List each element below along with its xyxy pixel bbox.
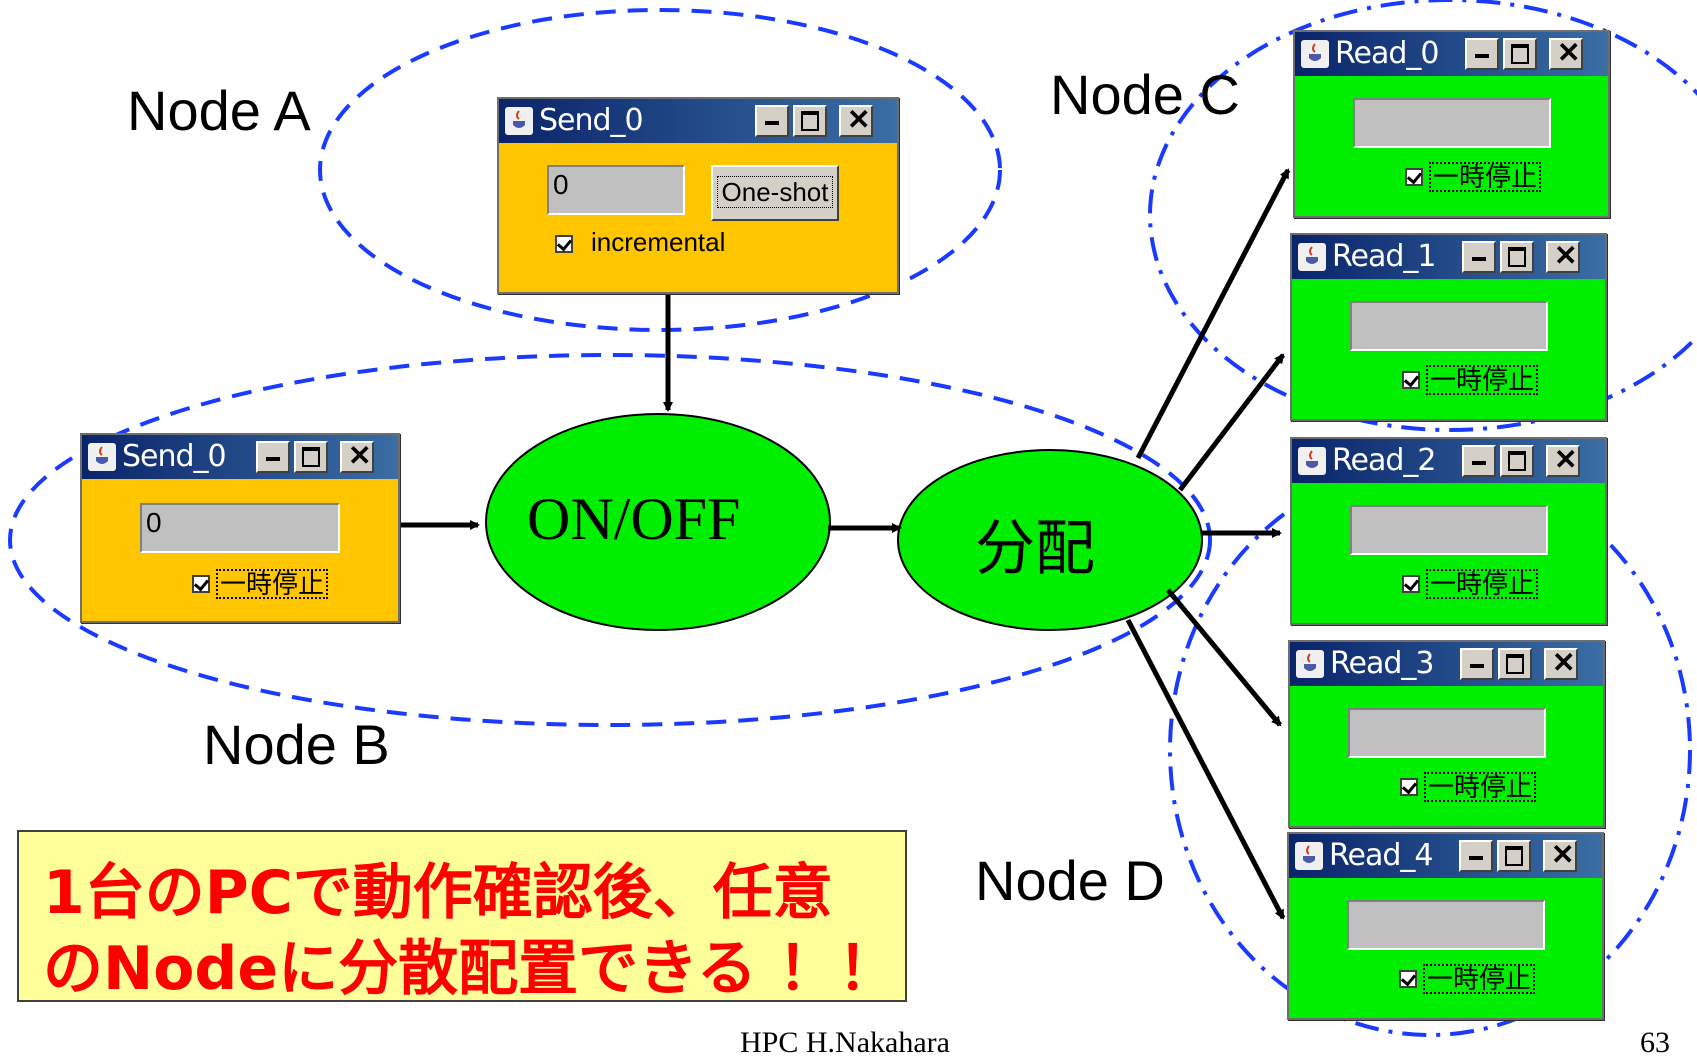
minimize-button[interactable] bbox=[256, 441, 290, 473]
one-shot-label: One-shot bbox=[716, 176, 834, 208]
node-c-boundary bbox=[1148, 0, 1697, 432]
title-bar[interactable]: Read_1 ✕ bbox=[1292, 235, 1605, 279]
close-button[interactable]: ✕ bbox=[1549, 37, 1583, 70]
pause-label: 一時停止 bbox=[1423, 964, 1536, 994]
read-window-3: Read_3 ✕ 一時停止 bbox=[1288, 640, 1605, 828]
title-bar[interactable]: Send_0 ✕ bbox=[82, 435, 398, 479]
minimize-button[interactable] bbox=[1459, 840, 1493, 872]
page-number: 63 bbox=[1640, 1026, 1670, 1059]
pause-label: 一時停止 bbox=[216, 569, 329, 599]
node-a-label: Node A bbox=[127, 79, 311, 142]
read-value-field[interactable] bbox=[1350, 505, 1548, 555]
send-value-field[interactable]: 0 bbox=[140, 503, 340, 553]
callout-box: 1台のPCで動作確認後、任意 のNodeに分散配置できる ！！ bbox=[17, 830, 907, 1004]
onoff-label: ON/OFF bbox=[527, 486, 741, 552]
close-button[interactable]: ✕ bbox=[1544, 647, 1578, 680]
minimize-button[interactable] bbox=[1465, 38, 1499, 70]
read-value-field[interactable] bbox=[1350, 301, 1548, 351]
onoff-process bbox=[485, 413, 831, 631]
pause-checkbox[interactable] bbox=[1402, 575, 1420, 593]
pause-label: 一時停止 bbox=[1426, 569, 1539, 599]
distribute-label: 分配 bbox=[975, 514, 1095, 584]
read-value-field[interactable] bbox=[1347, 900, 1545, 950]
close-button[interactable]: ✕ bbox=[1543, 839, 1577, 872]
title-bar[interactable]: Read_3 ✕ bbox=[1290, 642, 1603, 686]
arrow-to-read-4 bbox=[1125, 618, 1286, 920]
send-window-node-b: Send_0 ✕ 0 一時停止 bbox=[80, 433, 400, 623]
window-title: Send_0 bbox=[122, 439, 227, 474]
java-icon bbox=[1296, 650, 1324, 678]
arrow-to-read-0 bbox=[1135, 168, 1291, 460]
java-icon bbox=[505, 107, 533, 135]
maximize-button[interactable] bbox=[793, 105, 827, 137]
title-bar[interactable]: Read_4 ✕ bbox=[1289, 834, 1602, 878]
pause-checkbox[interactable] bbox=[1402, 371, 1420, 389]
pause-checkbox[interactable] bbox=[192, 575, 210, 593]
one-shot-button[interactable]: One-shot bbox=[711, 165, 839, 221]
java-icon bbox=[1295, 842, 1323, 870]
read-window-1: Read_1 ✕ 一時停止 bbox=[1290, 233, 1607, 421]
maximize-button[interactable] bbox=[1500, 241, 1534, 273]
send-value-field[interactable]: 0 bbox=[547, 165, 685, 215]
close-button[interactable]: ✕ bbox=[1546, 444, 1580, 477]
read-window-2: Read_2 ✕ 一時停止 bbox=[1290, 437, 1607, 625]
window-title: Read_3 bbox=[1330, 646, 1434, 681]
close-button[interactable]: ✕ bbox=[839, 104, 873, 137]
distribute-process bbox=[897, 449, 1203, 631]
title-bar[interactable]: Read_2 ✕ bbox=[1292, 439, 1605, 483]
footer-author: HPC H.Nakahara bbox=[740, 1026, 950, 1059]
minimize-button[interactable] bbox=[1462, 445, 1496, 477]
java-icon bbox=[1298, 243, 1326, 271]
minimize-button[interactable] bbox=[1460, 648, 1494, 680]
pause-checkbox[interactable] bbox=[1405, 168, 1423, 186]
read-window-0: Read_0 ✕ 一時停止 bbox=[1293, 30, 1610, 218]
maximize-button[interactable] bbox=[1497, 840, 1531, 872]
title-bar[interactable]: Read_0 ✕ bbox=[1295, 32, 1608, 76]
java-icon bbox=[88, 443, 116, 471]
title-bar[interactable]: Send_0 ✕ bbox=[499, 99, 897, 143]
maximize-button[interactable] bbox=[1500, 445, 1534, 477]
java-icon bbox=[1301, 40, 1329, 68]
window-title: Read_4 bbox=[1329, 838, 1433, 873]
pause-checkbox[interactable] bbox=[1399, 970, 1417, 988]
java-icon bbox=[1298, 447, 1326, 475]
pause-checkbox[interactable] bbox=[1400, 778, 1418, 796]
maximize-button[interactable] bbox=[294, 441, 328, 473]
maximize-button[interactable] bbox=[1498, 648, 1532, 680]
pause-label: 一時停止 bbox=[1424, 772, 1537, 802]
callout-line-2: のNodeに分散配置できる ！！ bbox=[43, 934, 898, 1004]
incremental-checkbox[interactable] bbox=[555, 235, 573, 253]
arrow-to-read-1 bbox=[1178, 353, 1285, 492]
callout-line-1: 1台のPCで動作確認後、任意 bbox=[43, 858, 833, 928]
window-title: Read_1 bbox=[1332, 239, 1436, 274]
send-window-node-a: Send_0 ✕ 0 One-shot incremental bbox=[497, 97, 899, 294]
arrow-to-read-3 bbox=[1166, 588, 1282, 727]
incremental-label: incremental bbox=[591, 227, 726, 257]
window-title: Send_0 bbox=[539, 103, 644, 138]
close-button[interactable]: ✕ bbox=[340, 440, 374, 473]
node-b-boundary bbox=[8, 353, 1212, 727]
window-title: Read_0 bbox=[1335, 36, 1439, 71]
node-c-label: Node C bbox=[1050, 63, 1240, 126]
node-d-label: Node D bbox=[975, 849, 1165, 912]
pause-label: 一時停止 bbox=[1429, 162, 1542, 192]
read-value-field[interactable] bbox=[1353, 98, 1551, 148]
read-value-field[interactable] bbox=[1348, 708, 1546, 758]
minimize-button[interactable] bbox=[1462, 241, 1496, 273]
window-title: Read_2 bbox=[1332, 443, 1436, 478]
maximize-button[interactable] bbox=[1503, 38, 1537, 70]
read-window-4: Read_4 ✕ 一時停止 bbox=[1287, 832, 1604, 1020]
close-button[interactable]: ✕ bbox=[1546, 240, 1580, 273]
minimize-button[interactable] bbox=[755, 105, 789, 137]
node-a-boundary bbox=[318, 8, 1002, 332]
pause-label: 一時停止 bbox=[1426, 365, 1539, 395]
node-b-label: Node B bbox=[203, 713, 390, 776]
